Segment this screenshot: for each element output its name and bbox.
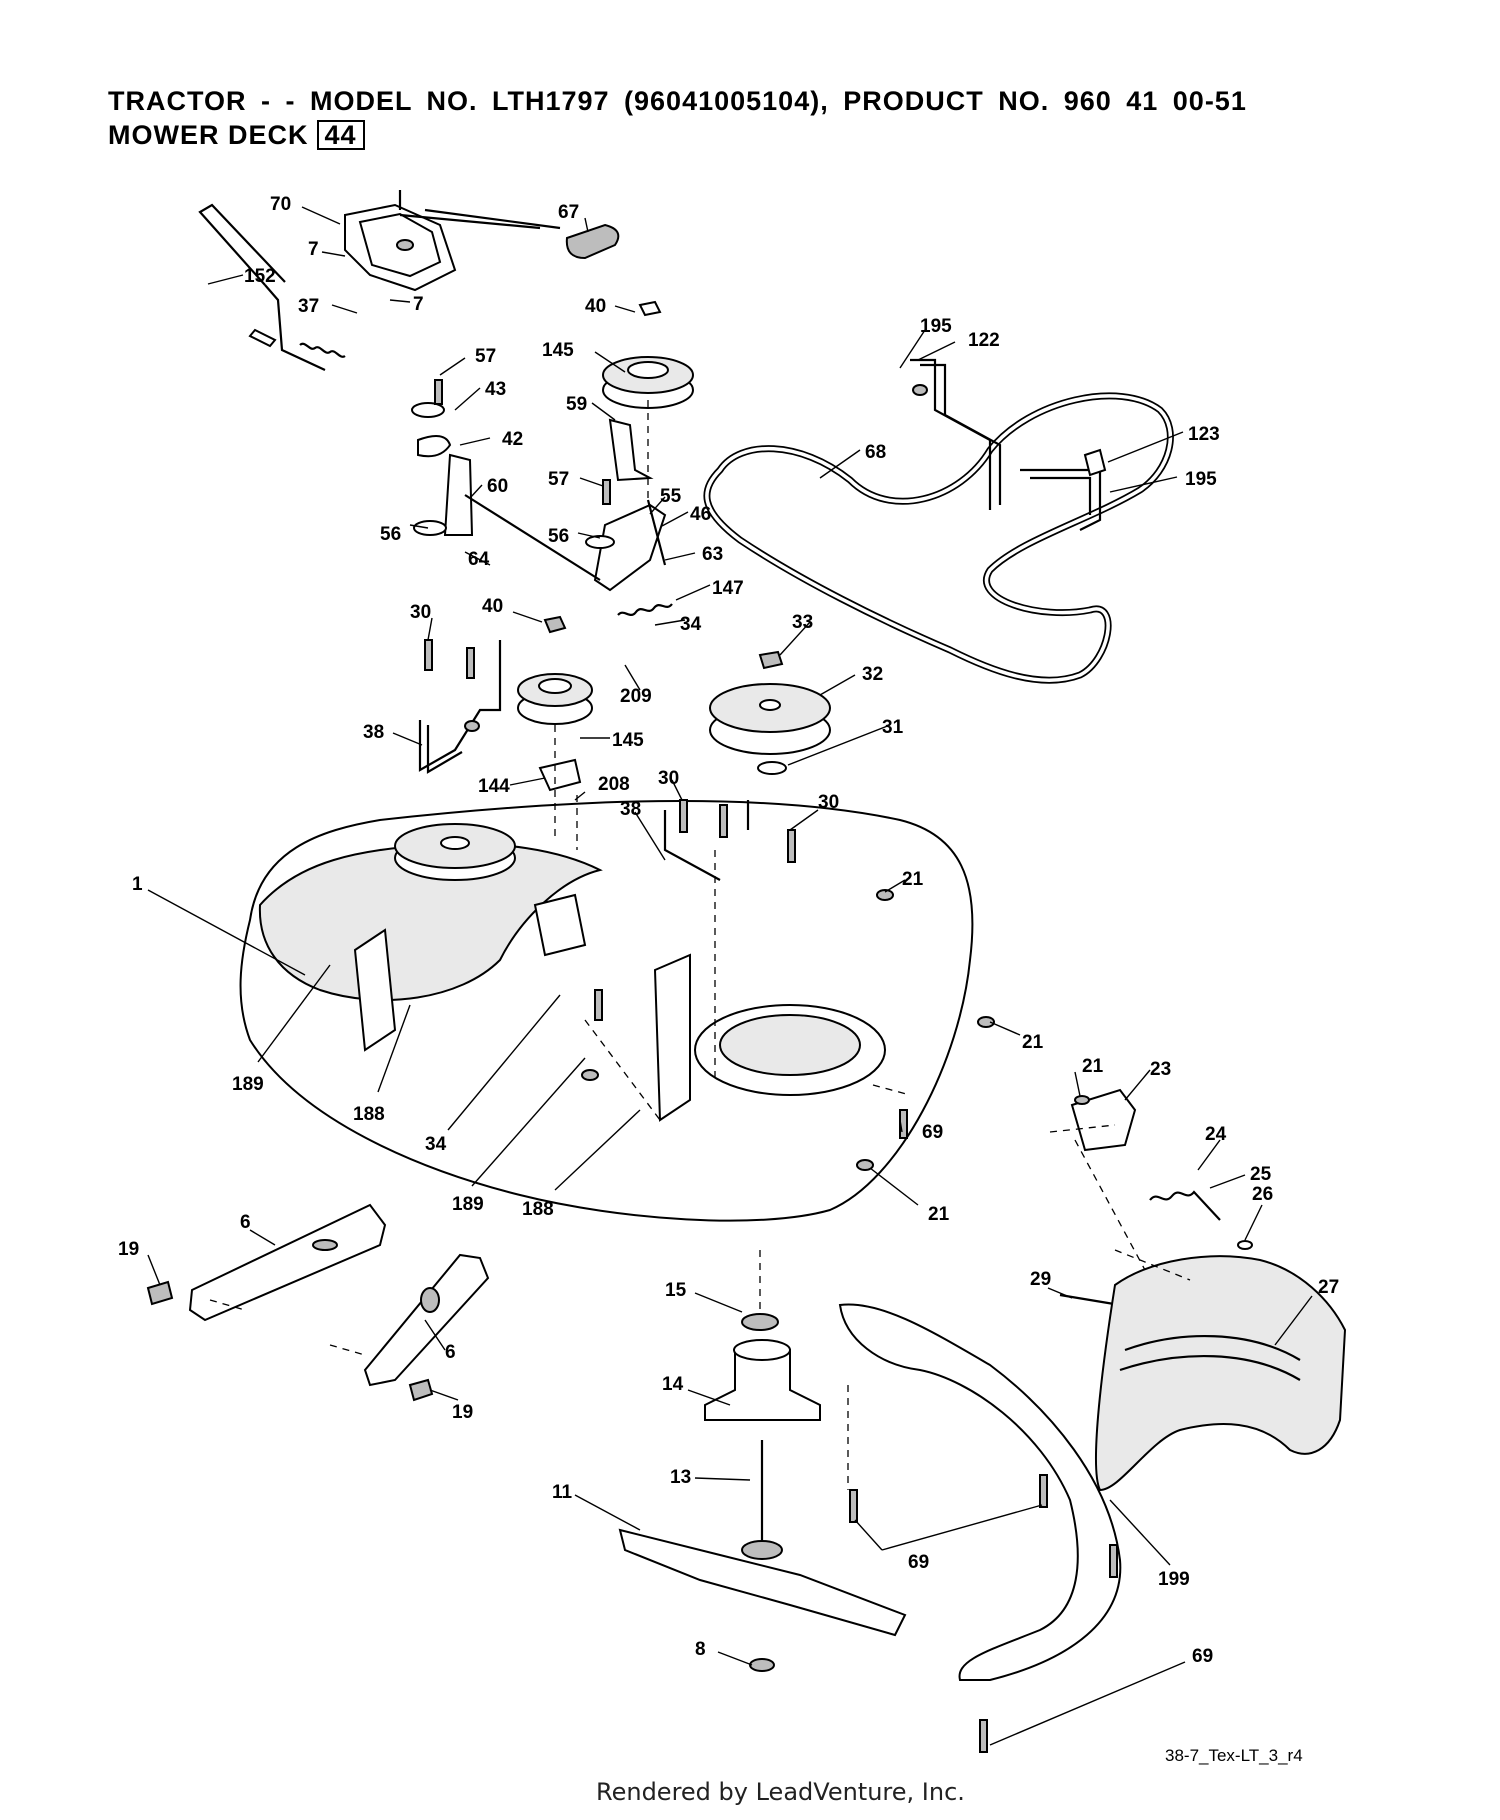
callout-label: 19	[118, 1239, 139, 1260]
spindle-assembly	[618, 1313, 907, 1672]
callout-label: 56	[380, 524, 401, 545]
callout-label: 60	[487, 476, 508, 497]
callout-label: 30	[818, 792, 839, 813]
callout-label: 145	[542, 340, 574, 361]
callout-label: 30	[410, 602, 431, 623]
callout-label: 15	[665, 1280, 687, 1301]
idler-pulley-upper	[602, 300, 694, 409]
callout-label: 40	[482, 596, 503, 617]
callout-label: 29	[1030, 1269, 1051, 1290]
callout-label: 34	[680, 614, 702, 635]
discharge-chute-27	[1094, 1255, 1347, 1492]
bolts	[424, 379, 1118, 1753]
callout-label: 25	[1250, 1164, 1272, 1185]
callout-label: 152	[244, 266, 276, 287]
callout-label: 21	[1022, 1032, 1044, 1053]
figure-code: 38-7_Tex-LT_3_r4	[1165, 1746, 1303, 1765]
callout-label: 21	[902, 869, 924, 890]
callout-label: 43	[485, 379, 506, 400]
callout-label: 8	[695, 1639, 706, 1660]
callout-label: 145	[612, 730, 644, 751]
mounting-arms-6	[146, 1203, 490, 1402]
callout-label: 123	[1188, 424, 1220, 445]
callout-label: 70	[270, 194, 291, 215]
control-rod-152	[198, 203, 346, 371]
callout-label: 69	[908, 1552, 929, 1573]
spring-assembly-left	[411, 402, 601, 581]
callout-label: 27	[1318, 1277, 1339, 1298]
bracket-38-upper	[418, 640, 502, 774]
section-badge: 44	[316, 120, 365, 150]
callout-label: 57	[548, 469, 569, 490]
spring-147	[617, 603, 673, 616]
callout-label: 7	[413, 294, 424, 315]
callout-label: 30	[658, 768, 679, 789]
callout-label: 189	[452, 1194, 484, 1215]
callout-label: 69	[1192, 1646, 1213, 1667]
callout-label: 42	[502, 429, 523, 450]
callout-label: 46	[690, 504, 711, 525]
mower-deck-1	[239, 800, 995, 1222]
subtitle-text: MOWER DECK	[108, 120, 309, 150]
callout-label: 195	[1185, 469, 1217, 490]
idler-pulley-lower	[517, 615, 593, 792]
callout-label: 6	[445, 1342, 456, 1363]
callout-label: 32	[862, 664, 883, 685]
callout-label: 59	[566, 394, 587, 415]
callout-label: 144	[478, 776, 510, 797]
callout-label: 64	[468, 549, 490, 570]
callout-label: 13	[670, 1467, 691, 1488]
callout-label: 33	[792, 612, 813, 633]
diagram-title: TRACTOR - - MODEL NO. LTH1797 (960410051…	[108, 86, 1247, 116]
callout-label: 38	[363, 722, 384, 743]
callout-label: 209	[620, 686, 652, 707]
belt-guides	[910, 358, 1107, 531]
footer-credit: Rendered by LeadVenture, Inc.	[596, 1778, 965, 1806]
callout-label: 63	[702, 544, 723, 565]
deflector-bracket-23	[1059, 1088, 1253, 1307]
deck-pulley-32	[709, 650, 831, 775]
alignment-lines	[209, 400, 1191, 1490]
callout-label: 34	[425, 1134, 447, 1155]
callout-label: 188	[522, 1199, 554, 1220]
callout-label: 40	[585, 296, 606, 317]
callout-label: 38	[620, 799, 641, 820]
callout-label: 69	[922, 1122, 943, 1143]
callout-label: 195	[920, 316, 952, 337]
knob-67	[565, 223, 620, 260]
leader-lines	[147, 206, 1313, 1746]
callout-label: 122	[968, 330, 1000, 351]
callout-label: 24	[1205, 1124, 1227, 1145]
callout-label: 1	[132, 874, 143, 895]
callout-label: 21	[1082, 1056, 1104, 1077]
callout-labels: 70 67 7 152 7 37 40 195 122 57 145 43 59…	[118, 194, 1339, 1667]
callout-label: 21	[928, 1204, 950, 1225]
callout-label: 189	[232, 1074, 264, 1095]
drive-belt-68	[703, 392, 1174, 684]
callout-label: 55	[660, 486, 682, 507]
callout-label: 68	[865, 442, 886, 463]
callout-label: 56	[548, 526, 569, 547]
callout-label: 23	[1150, 1059, 1171, 1080]
callout-label: 26	[1252, 1184, 1273, 1205]
callout-label: 6	[240, 1212, 251, 1233]
callout-label: 37	[298, 296, 319, 317]
callout-label: 208	[598, 774, 630, 795]
idler-bracket	[585, 418, 667, 592]
callout-label: 188	[353, 1104, 385, 1125]
callout-label: 14	[662, 1374, 684, 1395]
callout-label: 147	[712, 578, 744, 599]
callout-label: 7	[308, 239, 319, 260]
callout-label: 57	[475, 346, 496, 367]
callout-label: 31	[882, 717, 904, 738]
baffle-199	[838, 1303, 1122, 1681]
callout-label: 67	[558, 202, 579, 223]
callout-label: 199	[1158, 1569, 1190, 1590]
lift-bracket-assembly	[344, 190, 561, 292]
callout-label: 11	[552, 1482, 573, 1503]
callout-label: 19	[452, 1402, 473, 1423]
